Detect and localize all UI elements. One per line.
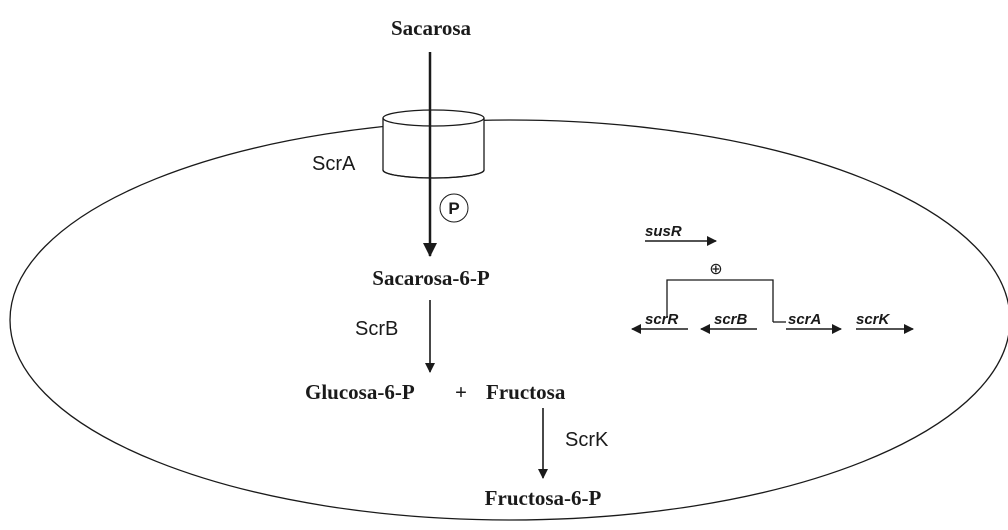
- phosphate-label: P: [448, 199, 459, 218]
- scra-enzyme-label: ScrA: [312, 153, 356, 175]
- gene-cluster: susR ⊕ scrR scrB scrA scrK: [631, 223, 914, 334]
- gene-label-susr: susR: [645, 223, 682, 240]
- gene-label-scrk: scrK: [856, 311, 891, 328]
- activation-symbol: ⊕: [709, 259, 722, 278]
- fructose-6p-label: Fructosa-6-P: [485, 486, 602, 510]
- gene-label-scrr: scrR: [645, 311, 679, 328]
- sucrose-label: Sacarosa: [391, 16, 472, 40]
- fructose-label: Fructosa: [486, 380, 566, 404]
- scrb-enzyme-label: ScrB: [355, 318, 398, 340]
- scra-transporter-channel: [382, 109, 485, 179]
- plus-sign: +: [455, 380, 467, 404]
- cell-membrane: [9, 119, 1008, 521]
- gene-label-scrb: scrB: [714, 311, 748, 328]
- glucose-6p-label: Glucosa-6-P: [305, 380, 415, 404]
- scrk-enzyme-label: ScrK: [565, 429, 609, 451]
- gene-label-scra: scrA: [788, 311, 821, 328]
- phosphate-badge: P: [439, 193, 469, 223]
- sucrose-6p-label: Sacarosa-6-P: [372, 266, 490, 290]
- activation-bracket: [666, 279, 774, 322]
